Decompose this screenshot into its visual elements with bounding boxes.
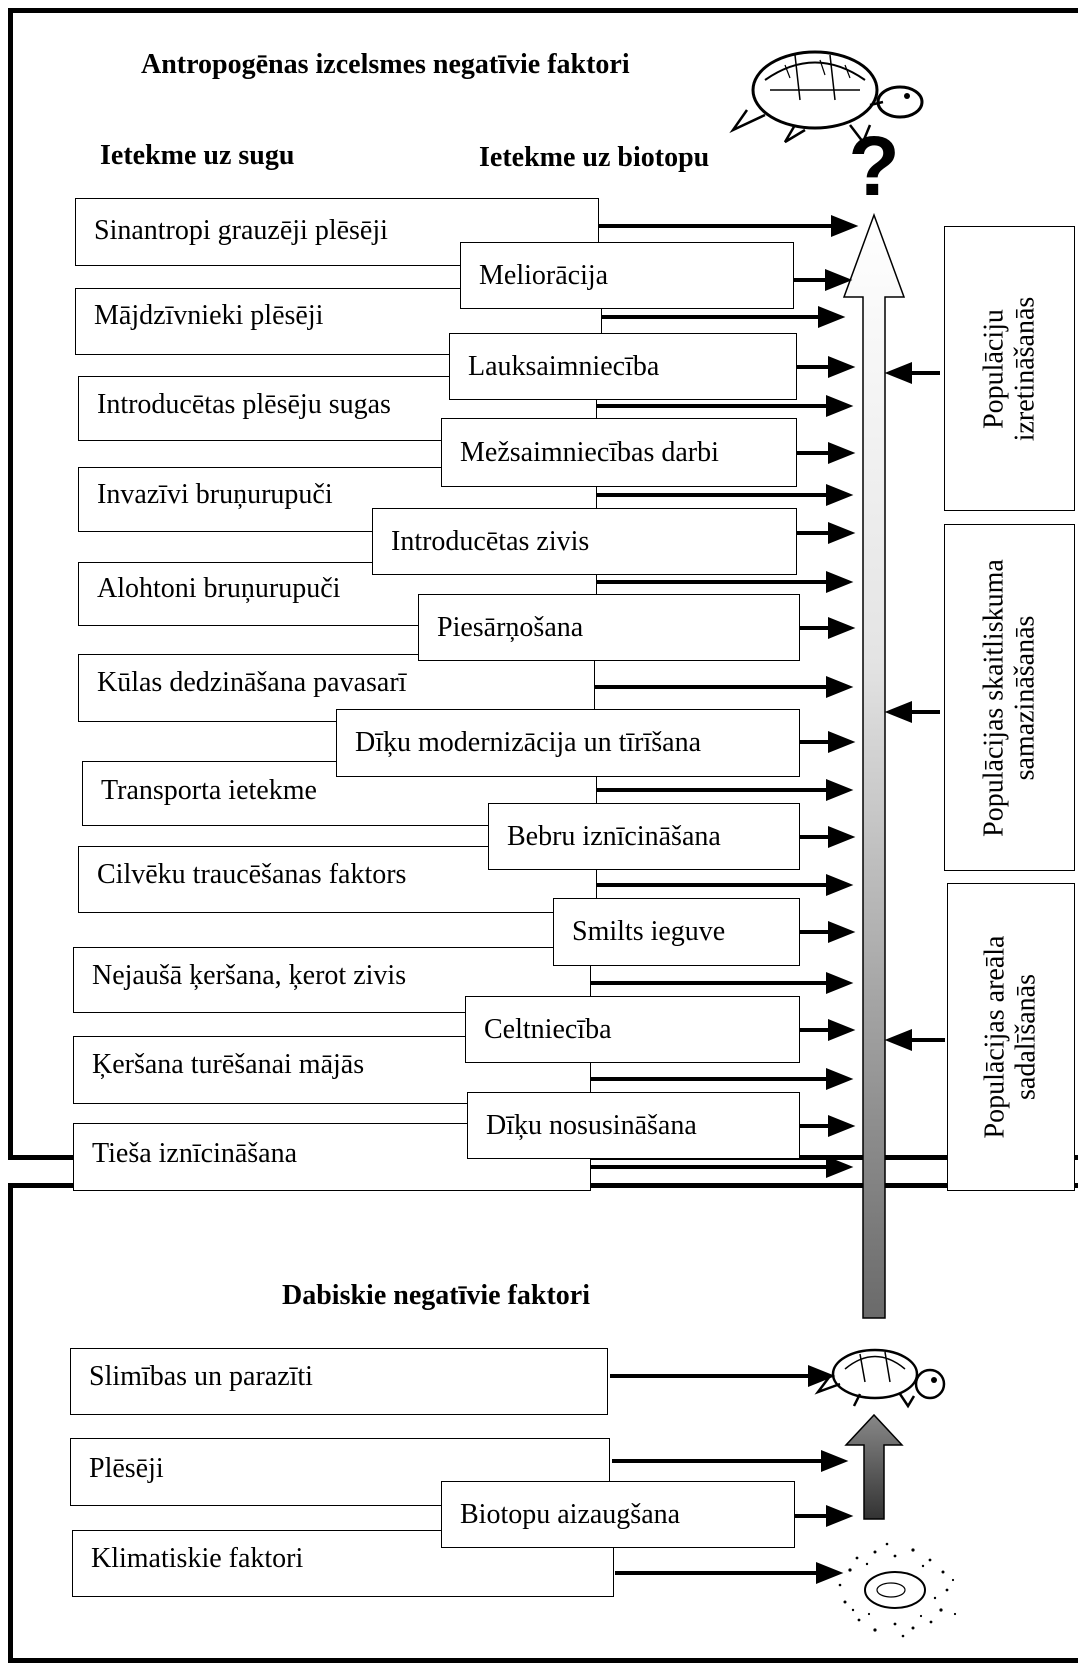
natural-up-arrow [844,1413,904,1520]
effect-box-thinning: Populāciju izretināšanās [944,226,1075,511]
effect-box-fragmentation: Populācijas areāla sadalīšanās [947,883,1075,1191]
effect-line: Populācijas skaitliskuma [978,558,1010,837]
impact-up-arrow [842,212,906,1319]
biotope-factor-box: Piesārņošana [418,594,800,661]
anthropogenic-title: Antropogēnas izcelsmes negatīvie faktori [141,49,630,80]
effect-line: izretināšanās [1009,296,1041,441]
biotope-factor-box: Meliorācija [460,242,794,309]
effect-line: samazināšanās [1009,615,1041,780]
effect-line: Populāciju [978,308,1010,429]
species-column-heading: Ietekme uz sugu [100,140,295,171]
question-mark: ? [848,119,899,213]
effect-box-decline: Populācijas skaitliskuma samazināšanās [944,524,1075,871]
natural-factor-box: Biotopu aizaugšana [441,1481,795,1548]
small-turtle-icon [814,1348,946,1409]
natural-factor-box: Slimības un parazīti [70,1348,608,1415]
biotope-column-heading: Ietekme uz biotopu [479,142,710,173]
biotope-factor-box: Mežsaimniecības darbi [441,418,797,487]
factor-arrows [590,215,859,1178]
egg-icon [833,1542,957,1638]
effect-line: sadalīšanās [1011,974,1042,1100]
species-factor-box: Invazīvi bruņurupuči [78,467,597,532]
biotope-factor-box: Dīķu modernizācija un tīrīšana [336,709,800,777]
biotope-factor-box: Smilts ieguve [553,898,800,966]
biotope-factor-box: Introducētas zivis [372,508,797,575]
effect-arrows [884,362,945,1051]
species-factor-box: Cilvēku traucēšanas faktors [78,846,597,913]
biotope-factor-box: Celtniecība [465,996,800,1063]
biotope-factor-box: Lauksaimniecība [449,333,797,400]
turtle-icon [729,50,924,145]
biotope-factor-box: Dīķu nosusināšana [467,1092,800,1159]
biotope-factor-box: Bebru iznīcināšana [488,803,800,870]
natural-title: Dabiskie negatīvie faktori [282,1280,590,1311]
effect-line: Populācijas areāla [979,935,1011,1139]
natural-arrows [610,1365,854,1584]
